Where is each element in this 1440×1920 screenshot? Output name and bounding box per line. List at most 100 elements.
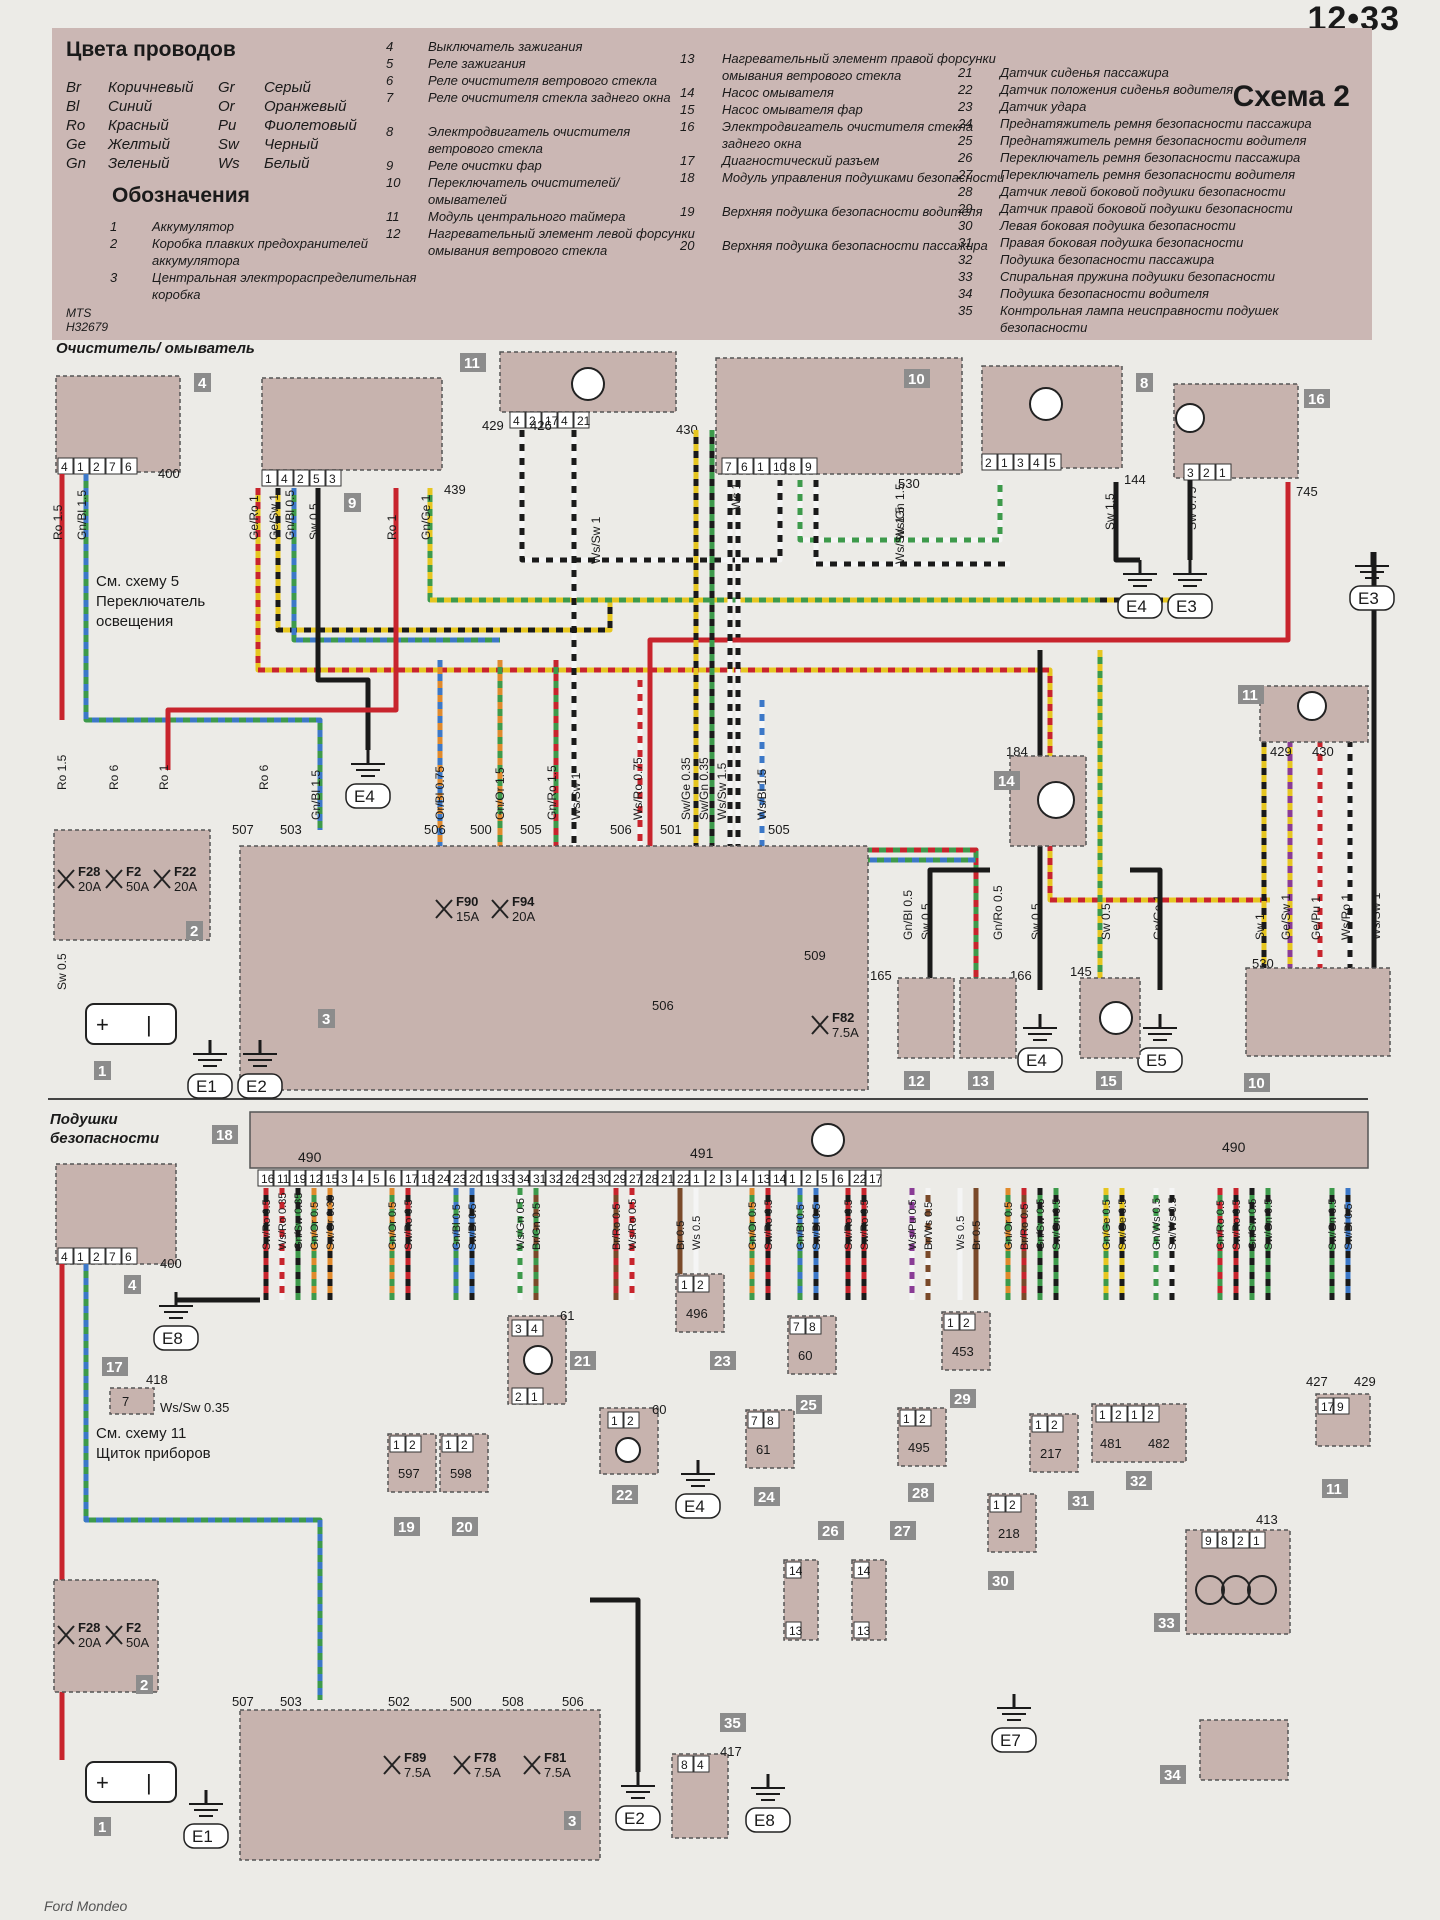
comp9-pin bbox=[325, 469, 342, 487]
label-13-bg bbox=[968, 1071, 994, 1090]
ground-label: E7 bbox=[1000, 1731, 1021, 1750]
conn-426: 426 bbox=[530, 418, 552, 433]
wire-gn-bl-b2-stripe bbox=[83, 1264, 323, 1700]
label-28: 28 bbox=[912, 1485, 929, 1502]
wire-label-top: Gn/Ge 1 bbox=[1151, 894, 1165, 940]
module18-pin bbox=[705, 1169, 722, 1187]
module18-pin bbox=[289, 1169, 306, 1187]
label-2-bottom-bg bbox=[136, 1675, 153, 1694]
conn-491: 491 bbox=[690, 1145, 714, 1161]
ground-tag bbox=[1137, 1047, 1183, 1073]
wire-label-bottom: Gn/Or 0.5 bbox=[1003, 1202, 1015, 1250]
label-33-bg bbox=[1154, 1613, 1180, 1632]
wire-label-bottom: Gn/Bl 0.5 bbox=[451, 1204, 463, 1250]
fuse-top-0-symbol bbox=[57, 869, 75, 889]
module18-pin bbox=[641, 1169, 658, 1187]
central-box-3-top bbox=[239, 845, 869, 1091]
module18-pin bbox=[321, 1169, 338, 1187]
module18-pin-label: 31 bbox=[533, 1172, 547, 1186]
module18-pin-label: 1 bbox=[789, 1172, 796, 1186]
fuse-top-2-symbol bbox=[153, 869, 171, 889]
fuse-top-5-symbol bbox=[811, 1015, 829, 1035]
comp21-top-pin bbox=[511, 1319, 528, 1337]
label-27: 27 bbox=[894, 1523, 911, 1540]
comp22-pin bbox=[623, 1411, 640, 1429]
label-33: 33 bbox=[1158, 1615, 1175, 1632]
comp-28-pin bbox=[899, 1409, 916, 1427]
wire-label-top: Sw 0.75 bbox=[1185, 486, 1199, 530]
label-21: 21 bbox=[574, 1353, 591, 1370]
wire-label-bottom: Sw/Ro 0.5 bbox=[403, 1199, 415, 1250]
comp-20-pin bbox=[457, 1435, 474, 1453]
label-16-bg bbox=[1304, 389, 1330, 408]
wire-label-top: Ro 6 bbox=[107, 764, 121, 790]
wire-label-bottom: Br 0.5 bbox=[971, 1221, 983, 1250]
ground-label: E8 bbox=[162, 1329, 183, 1348]
wire-label-bottom: Sw/Gn 0.5 bbox=[1327, 1199, 1339, 1250]
fuse-top-5-rating: 7.5A bbox=[832, 1025, 859, 1040]
wire-label-top: Sw/Gn 0.35 bbox=[697, 757, 711, 820]
fuse-top-1-symbol bbox=[105, 869, 123, 889]
label-17-bg bbox=[102, 1357, 128, 1376]
comp4b-pin-label: 7 bbox=[109, 1250, 116, 1264]
comp33-pin-label: 1 bbox=[1253, 1534, 1260, 1548]
comp-30-pin-label: 1 bbox=[993, 1498, 1000, 1512]
module18-pin bbox=[529, 1169, 546, 1187]
conn-60: 60 bbox=[798, 1348, 812, 1363]
comp-24-pin bbox=[747, 1411, 764, 1429]
central-box-3-bottom bbox=[239, 1709, 601, 1861]
label-13: 13 bbox=[972, 1073, 989, 1090]
ground-tag bbox=[183, 1823, 229, 1849]
conn-495: 495 bbox=[908, 1440, 930, 1455]
comp11b-pin-label: 9 bbox=[1337, 1400, 1344, 1414]
comp-25-pin bbox=[805, 1317, 822, 1335]
comp32-pin-label: 2 bbox=[1147, 1408, 1154, 1422]
module18-pin-label: 13 bbox=[757, 1172, 771, 1186]
label-3-top-bg bbox=[318, 1009, 335, 1028]
comp21-top-pin-label: 4 bbox=[531, 1322, 538, 1336]
battery-minus: | bbox=[146, 1012, 152, 1037]
clockspring-coil bbox=[1195, 1575, 1225, 1605]
comp11b-pin-label: 17 bbox=[1321, 1400, 1335, 1414]
wire-label-bottom: Sw/Ws 0.5 bbox=[1167, 1197, 1179, 1250]
comp4-pin bbox=[105, 457, 122, 475]
wire-label-top: Ws/Bl 1.5 bbox=[755, 768, 769, 820]
wire-label-bottom: Gn/Sw 0.5 bbox=[1035, 1199, 1047, 1250]
comp-25-pin-label: 8 bbox=[809, 1320, 816, 1334]
connector-label-bottom: 503 bbox=[280, 1694, 302, 1709]
ground-tag bbox=[345, 783, 391, 809]
comp10-pin bbox=[753, 457, 770, 475]
fuse-top-1-name: F2 bbox=[126, 864, 141, 879]
comp11-pin-label: 21 bbox=[577, 414, 591, 428]
fuse-bottom-4-symbol bbox=[523, 1755, 541, 1775]
motor-8-icon bbox=[1029, 387, 1063, 421]
comp33-pin bbox=[1249, 1531, 1266, 1549]
wire-ge-ro-stripe bbox=[255, 488, 1270, 903]
module18-pin-label: 6 bbox=[837, 1172, 844, 1186]
pump-14-icon bbox=[1037, 781, 1075, 819]
module18-pin bbox=[353, 1169, 370, 1187]
conn-745: 745 bbox=[1296, 484, 1318, 499]
airbag-module-18 bbox=[249, 1111, 1369, 1169]
module18-pin-label: 2 bbox=[709, 1172, 716, 1186]
wire-label-bottom: Sw/Bl 0.5 bbox=[811, 1204, 823, 1250]
comp-29-pin-label: 2 bbox=[963, 1316, 970, 1330]
wire-label-bottom: Sw/Ge 0.5 bbox=[1117, 1199, 1129, 1250]
motor-16-icon bbox=[1175, 403, 1205, 433]
module18-pin-label: 27 bbox=[629, 1172, 643, 1186]
label-10-bottom: 10 bbox=[1248, 1075, 1265, 1092]
wire-label-ws-sw: Ws/Sw 0.35 bbox=[160, 1400, 229, 1415]
wire-label-top: Ws/Sw 1.5 bbox=[715, 762, 729, 820]
comp26-bot-pin-label: 13 bbox=[789, 1624, 803, 1638]
comp33-pin-label: 8 bbox=[1221, 1534, 1228, 1548]
designations-title: Обозначения bbox=[112, 184, 250, 207]
conn-418: 418 bbox=[146, 1372, 168, 1387]
label-27-bg bbox=[890, 1521, 916, 1540]
comp35-pin-label: 8 bbox=[681, 1758, 688, 1772]
wire-label-top: Gn/Ge 1 bbox=[419, 494, 433, 540]
comp10-pin-label: 10 bbox=[773, 460, 787, 474]
label-22-bg bbox=[612, 1485, 638, 1504]
fuse-top-0-name: F28 bbox=[78, 864, 100, 879]
